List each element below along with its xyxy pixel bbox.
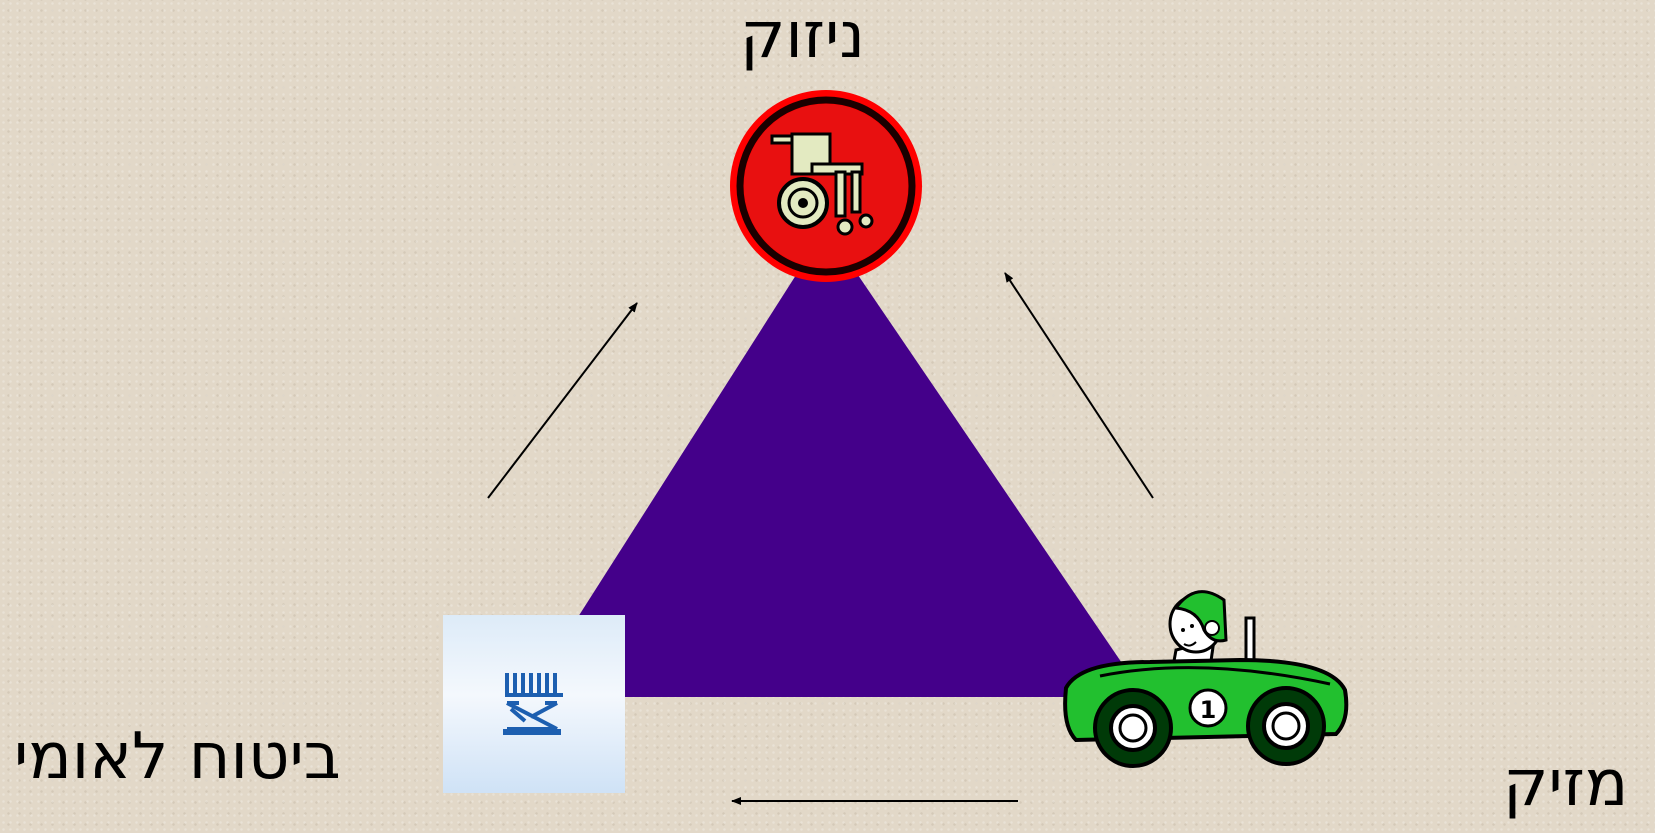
svg-text:1: 1 [1200, 696, 1217, 724]
arrow-right-to-top [1004, 272, 1154, 499]
menorah-logo-icon [503, 673, 563, 735]
injured-label: ניזוק [740, 0, 865, 73]
national-insurance-logo [443, 615, 625, 793]
tortfeasor-label: מזיק [1503, 747, 1629, 821]
arrow-left-to-top [487, 302, 638, 499]
national-insurance-label: ביטוח לאומי [14, 720, 341, 794]
central-triangle [527, 228, 1145, 697]
race-car-icon: 1 [1063, 590, 1349, 768]
wheelchair-icon [770, 132, 874, 236]
injured-badge [730, 90, 922, 282]
